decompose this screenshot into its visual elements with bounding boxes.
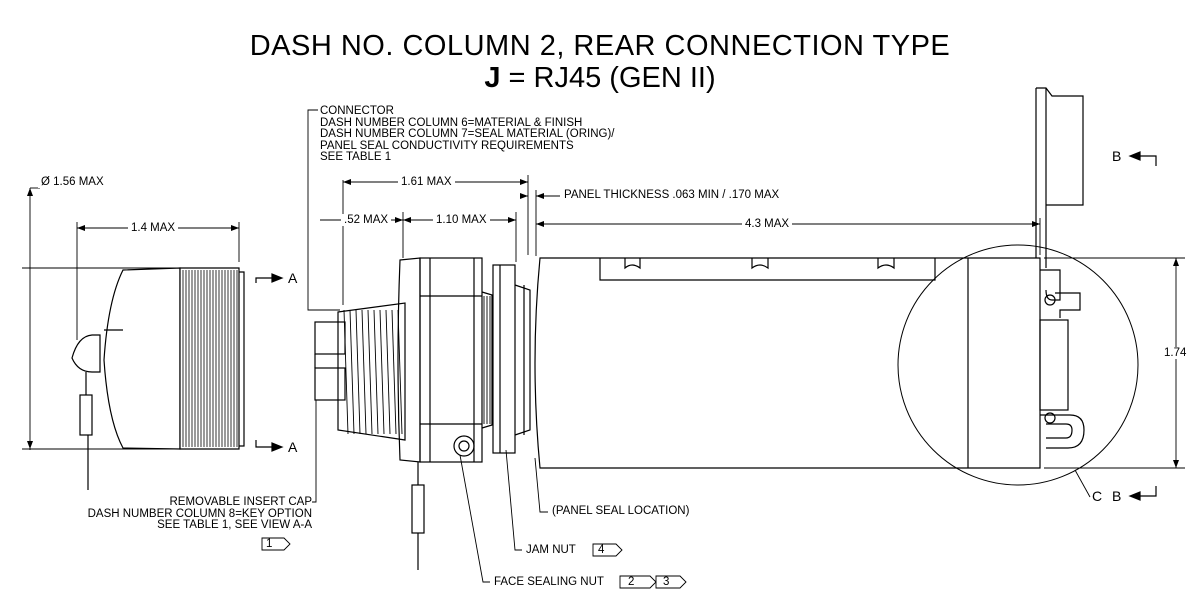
jam-nut-note-flag: 4 [598, 544, 605, 556]
flange-dimension: .52 MAX [341, 214, 392, 226]
thread-length-dimension: 1.10 MAX [433, 214, 490, 226]
section-b-bottom-label: B [1112, 488, 1122, 504]
drawing-title: DASH NO. COLUMN 2, REAR CONNECTION TYPE [249, 30, 951, 62]
insert-cap-callout: REMOVABLE INSERT CAP DASH NUMBER COLUMN … [87, 496, 312, 531]
insert-cap-drawing [71, 267, 245, 490]
section-b-top-label: B [1112, 148, 1122, 164]
body-length-dimension: 4.3 MAX [742, 218, 793, 230]
leader-lines [307, 109, 548, 583]
drawing-subtitle: J = RJ45 (GEN II) [0, 62, 1200, 95]
insert-cap-note-flag: 1 [266, 538, 273, 550]
diameter-dimension: Ø 1.56 MAX [38, 176, 107, 188]
overall-length-dimension: 1.61 MAX [398, 176, 455, 188]
section-b-arrows [1140, 155, 1157, 497]
knurl-lines [182, 270, 238, 447]
detail-c-label: C [1092, 488, 1103, 504]
face-sealing-nut-note-flag-2: 2 [628, 576, 635, 588]
section-a-top-label: A [288, 270, 298, 286]
connection-code: J [484, 62, 501, 94]
note-flags [261, 537, 687, 589]
panel-seal-callout: (PANEL SEAL LOCATION) [552, 505, 690, 517]
connector-callout: CONNECTOR DASH NUMBER COLUMN 6=MATERIAL … [320, 105, 615, 163]
panel-thickness-callout: PANEL THICKNESS .063 MIN / .170 MAX [564, 189, 780, 201]
face-sealing-nut-note-flag-3: 3 [663, 576, 670, 588]
face-sealing-nut-callout: FACE SEALING NUT [494, 576, 604, 588]
detail-c-circle [897, 244, 1139, 486]
section-a-bottom-label: A [288, 439, 298, 455]
rear-body-drawing [534, 87, 1085, 469]
cap-length-dimension: 1.4 MAX [128, 222, 179, 234]
dimension-arrowheads [27, 179, 1179, 468]
height-dimension: 1.74 [1161, 347, 1190, 359]
connector-shell-drawing [314, 257, 531, 570]
section-a-arrows [255, 277, 280, 448]
connection-description: = RJ45 (GEN II) [500, 62, 716, 94]
cap-dimension-lines [22, 187, 240, 450]
jam-nut-callout: JAM NUT [526, 544, 576, 556]
